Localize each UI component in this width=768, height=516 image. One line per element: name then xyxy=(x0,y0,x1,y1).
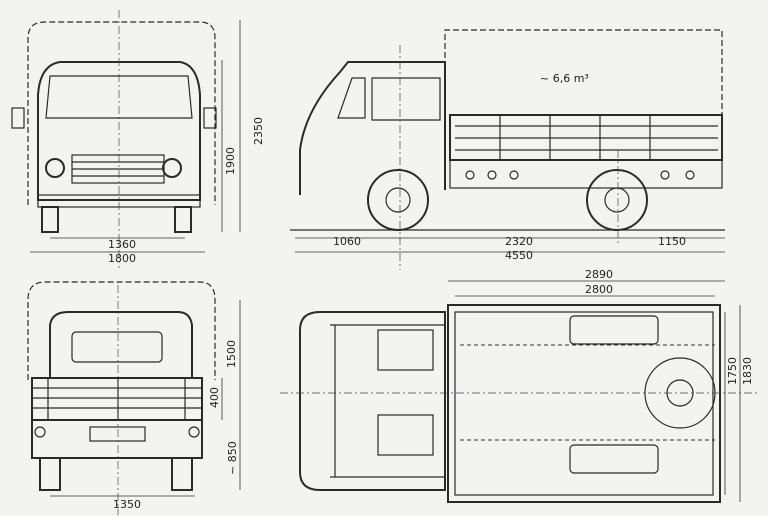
floor-height-label: ~ 850 xyxy=(226,441,239,475)
cab-height-label: 1900 xyxy=(224,147,237,175)
platform-length-outer-label: 2890 xyxy=(585,268,613,281)
side-height-label: 400 xyxy=(208,387,221,408)
top-view: 2890 2800 1750 1830 xyxy=(280,268,760,503)
wheelbase-label: 2320 xyxy=(505,235,533,248)
tarp-height-label: 1500 xyxy=(225,340,238,368)
platform-length-inner-label: 2800 xyxy=(585,283,613,296)
overall-height-label: 2350 xyxy=(252,117,265,145)
track-label: 1360 xyxy=(108,238,136,251)
rear-view: 1350 1500 400 ~ 850 xyxy=(27,281,241,515)
front-view: 1360 1800 2350 1900 xyxy=(11,10,265,268)
overall-length-label: 4550 xyxy=(505,249,533,262)
width-label: 1800 xyxy=(108,252,136,265)
platform-width-outer-label: 1830 xyxy=(741,357,754,385)
platform-width-inner-label: 1750 xyxy=(726,357,739,385)
rear-overhang-label: 1150 xyxy=(658,235,686,248)
front-overhang-label: 1060 xyxy=(333,235,361,248)
side-view: ~ 6,6 m³ 1060 2320 1150 4550 xyxy=(290,29,725,270)
rear-track-label: 1350 xyxy=(113,498,141,511)
cargo-volume-label: ~ 6,6 m³ xyxy=(540,72,589,85)
